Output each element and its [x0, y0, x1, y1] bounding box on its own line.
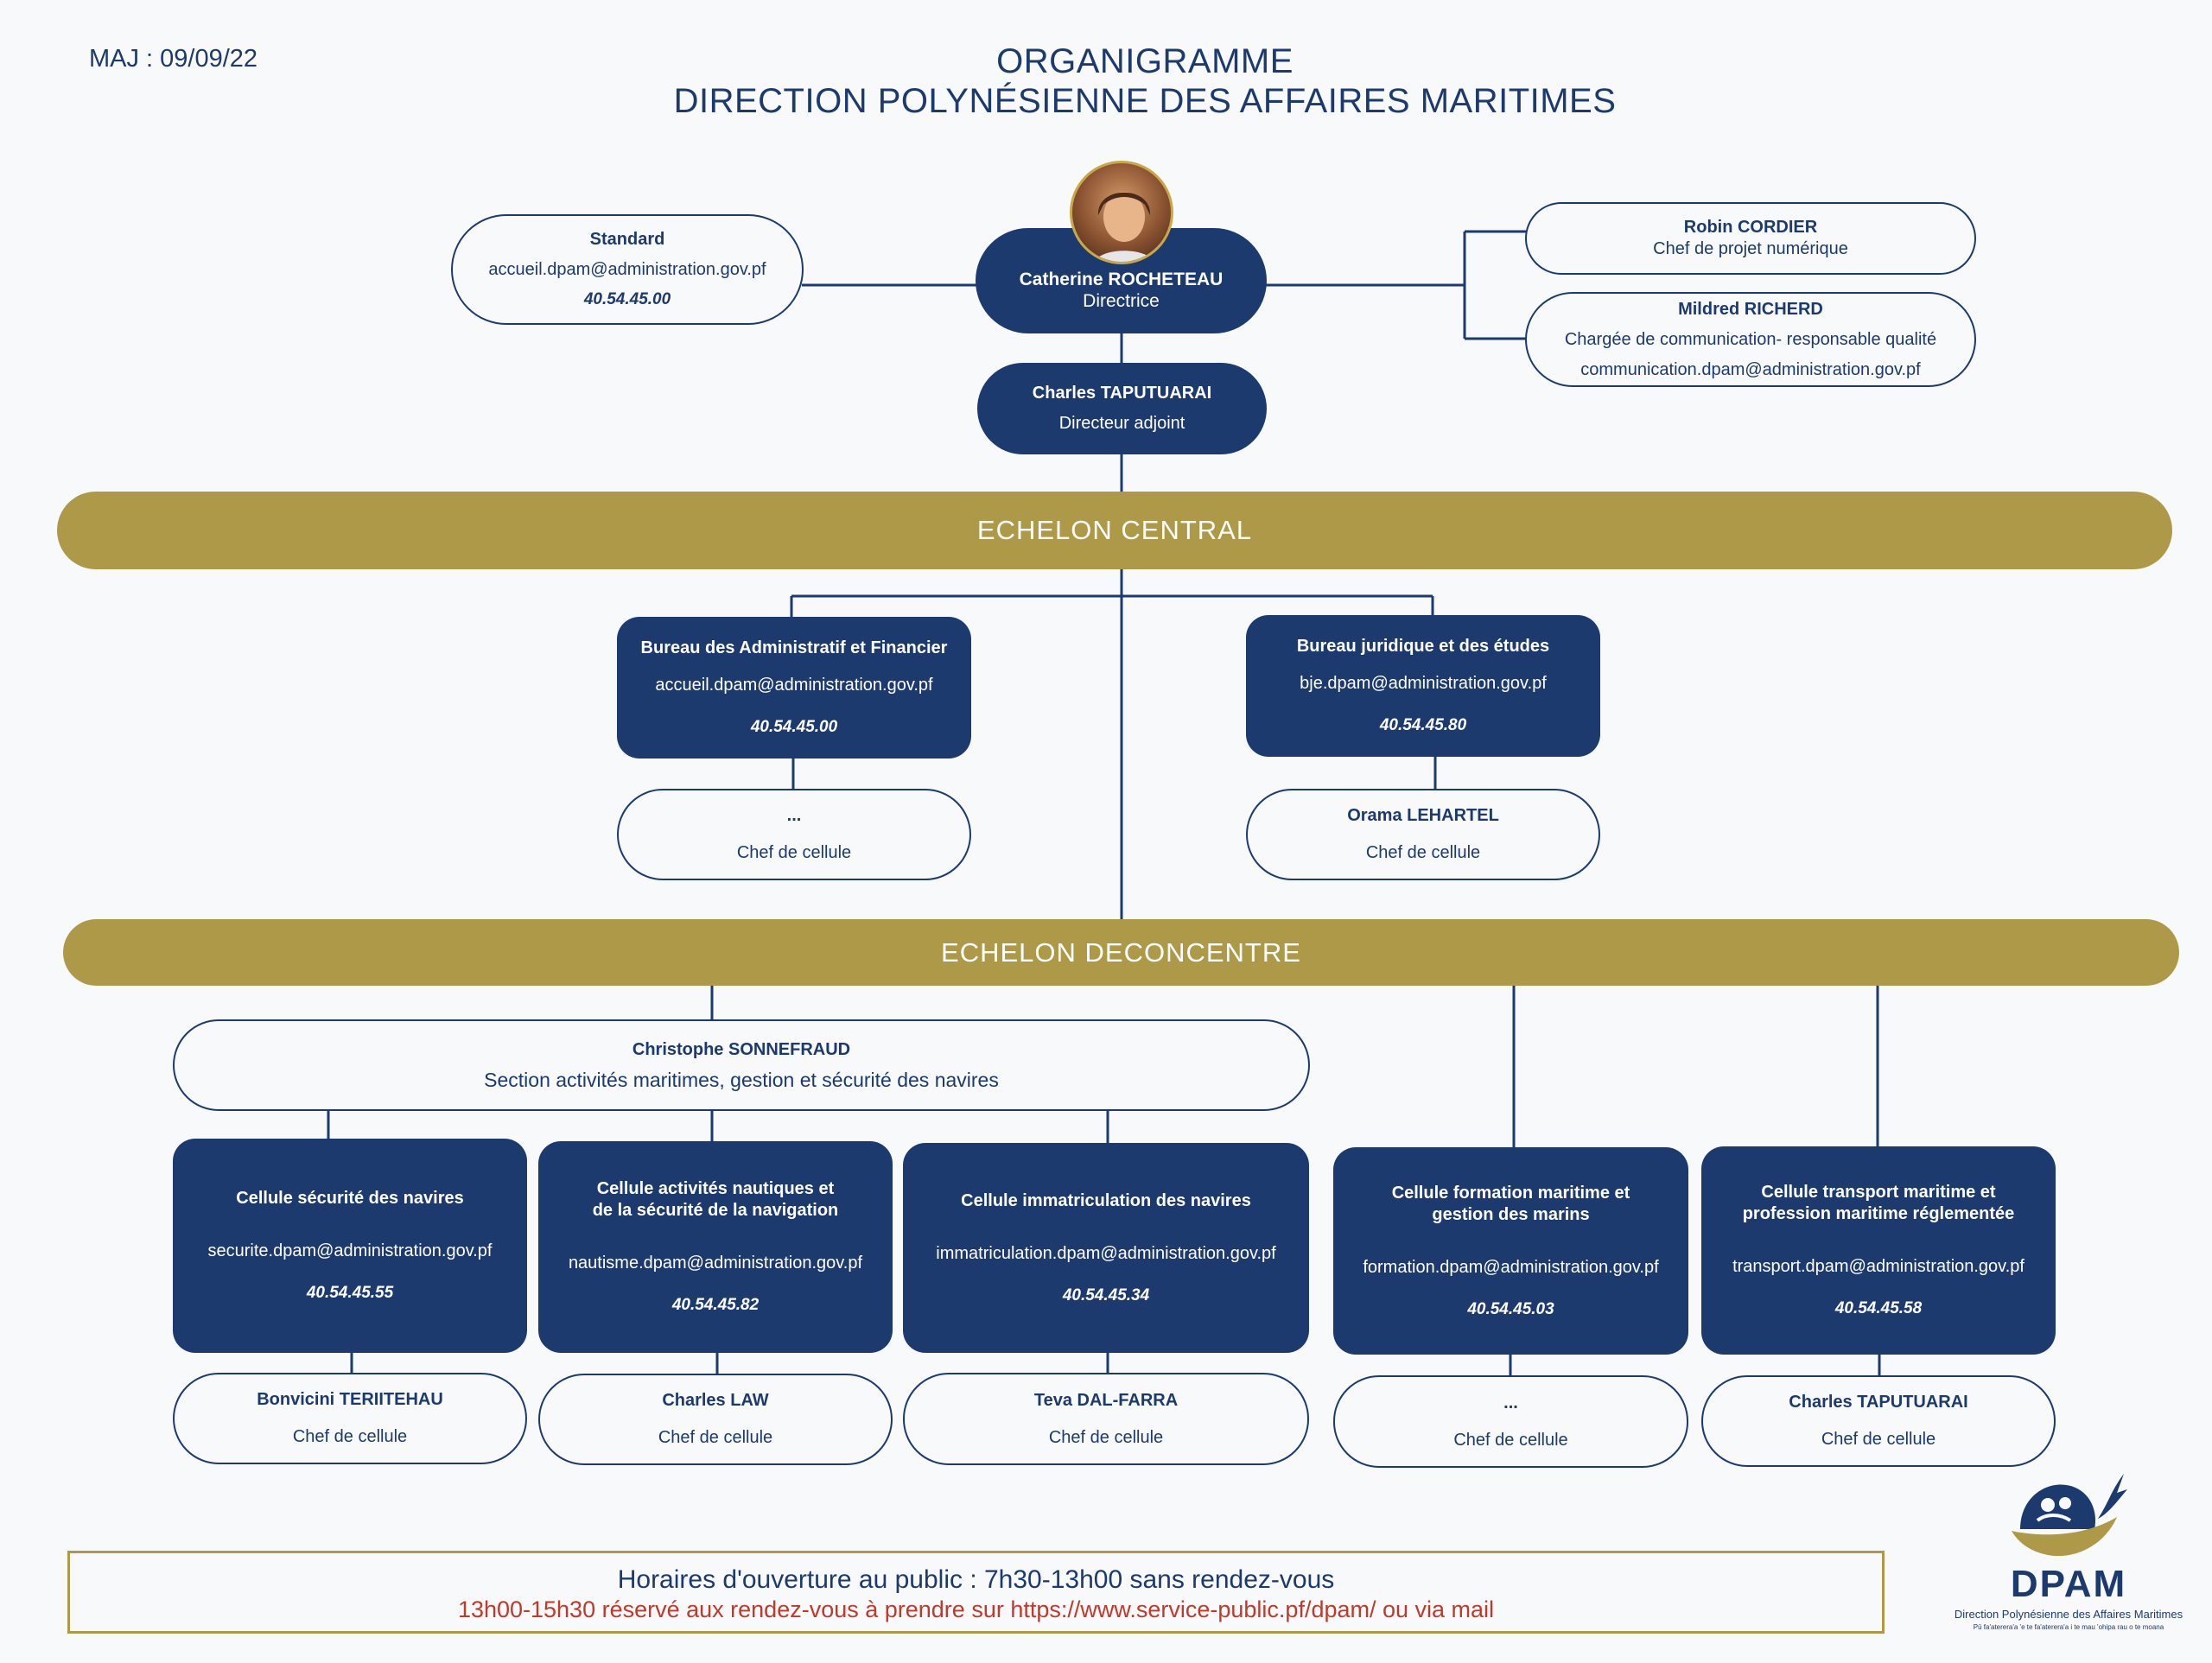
cellule-title: Cellule immatriculation des navires [961, 1190, 1251, 1210]
cellule-box: Cellule transport maritime et profession… [1701, 1146, 2056, 1355]
cellule-title-2: profession maritime réglementée [1742, 1204, 2015, 1223]
cellule-title: Cellule sécurité des navires [236, 1189, 464, 1208]
chef-role: Chef de cellule [292, 1427, 408, 1446]
chef-name: ... [786, 806, 802, 825]
page-title: ORGANIGRAMME DIRECTION POLYNÉSIENNE DES … [0, 41, 2212, 121]
dpam-full-name: Direction Polynésienne des Affaires Mari… [1954, 1608, 2183, 1621]
cellule-box: Cellule sécurité des navires securite.dp… [173, 1139, 527, 1353]
advisor-role: Chargée de communication- responsable qu… [1564, 329, 1937, 349]
cellule-phone: 40.54.45.03 [1467, 1299, 1554, 1318]
chef-name: Orama LEHARTEL [1347, 806, 1499, 825]
title-line-2: DIRECTION POLYNÉSIENNE DES AFFAIRES MARI… [673, 82, 1617, 120]
bureau-phone: 40.54.45.80 [1379, 716, 1467, 734]
cellule-phone: 40.54.45.82 [671, 1296, 760, 1314]
dpam-logo: DPAM Direction Polynésienne des Affaires… [1951, 1469, 2186, 1641]
cellule-title: Cellule activités nautiques et [596, 1179, 835, 1198]
cellule-chef-box: Bonvicini TERIITEHAU Chef de cellule [173, 1373, 527, 1464]
deputy-name: Charles TAPUTUARAI [1032, 384, 1212, 403]
echelon-central-band: ECHELON CENTRAL [57, 492, 2172, 569]
director-role: Directrice [1083, 291, 1160, 311]
bureau-chef-box: Orama LEHARTEL Chef de cellule [1246, 789, 1600, 880]
cellule-box: Cellule immatriculation des navires imma… [903, 1143, 1309, 1353]
title-line-1: ORGANIGRAMME [996, 42, 1294, 80]
standard-box: Standard accueil.dpam@administration.gov… [451, 214, 804, 325]
cellule-phone: 40.54.45.34 [1062, 1285, 1150, 1304]
cellule-email[interactable]: formation.dpam@administration.gov.pf [1363, 1257, 1659, 1277]
cellule-phone: 40.54.45.58 [1834, 1299, 1923, 1317]
advisor-name: Mildred RICHERD [1678, 299, 1823, 319]
cellule-email[interactable]: immatriculation.dpam@administration.gov.… [936, 1243, 1276, 1263]
bureau-email[interactable]: accueil.dpam@administration.gov.pf [655, 676, 933, 695]
section-head-name: Christophe SONNEFRAUD [632, 1040, 851, 1059]
cellule-box: Cellule activités nautiques et de la séc… [538, 1141, 893, 1353]
cellule-email[interactable]: nautisme.dpam@administration.gov.pf [568, 1254, 863, 1273]
chef-name: Charles LAW [662, 1391, 769, 1410]
advisor-cordier-box: Robin CORDIER Chef de projet numérique [1525, 202, 1976, 275]
cellule-title-2: de la sécurité de la navigation [592, 1201, 839, 1220]
bureau-chef-box: ... Chef de cellule [617, 789, 971, 880]
cellule-title: Cellule formation maritime et [1391, 1183, 1630, 1203]
advisor-name: Robin CORDIER [1683, 218, 1818, 237]
bureau-admin-fin-box: Bureau des Administratif et Financier ac… [617, 617, 971, 759]
chef-name: Charles TAPUTUARAI [1789, 1393, 1968, 1412]
cellule-phone: 40.54.45.55 [306, 1284, 394, 1302]
cellule-chef-box: Charles LAW Chef de cellule [538, 1374, 893, 1465]
standard-title: Standard [589, 230, 665, 249]
deputy-box: Charles TAPUTUARAI Directeur adjoint [977, 363, 1267, 454]
deputy-role: Directeur adjoint [1058, 414, 1185, 433]
chef-role: Chef de cellule [1365, 843, 1481, 862]
cellule-chef-box: Charles TAPUTUARAI Chef de cellule [1701, 1375, 2056, 1467]
chef-name: Bonvicini TERIITEHAU [257, 1390, 443, 1409]
director-avatar [1070, 161, 1173, 264]
standard-phone: 40.54.45.00 [583, 290, 671, 308]
cellule-email[interactable]: securite.dpam@administration.gov.pf [207, 1241, 493, 1260]
advisor-richerd-box: Mildred RICHERD Chargée de communication… [1525, 292, 1976, 387]
advisor-email[interactable]: communication.dpam@administration.gov.pf [1580, 359, 1921, 379]
chef-role: Chef de cellule [736, 843, 852, 862]
chef-role: Chef de cellule [1821, 1430, 1936, 1449]
cellule-email[interactable]: transport.dpam@administration.gov.pf [1732, 1257, 2024, 1276]
chef-role: Chef de cellule [658, 1428, 773, 1447]
cellule-title-2: gestion des marins [1432, 1204, 1590, 1224]
echelon-deconcentre-band: ECHELON DECONCENTRE [63, 919, 2179, 986]
bureau-title: Bureau des Administratif et Financier [640, 638, 948, 657]
cellule-chef-box: Teva DAL-FARRA Chef de cellule [903, 1373, 1309, 1465]
dpam-tagline: Pū fa'aterera'a 'e te fa'aterera'a i te … [1973, 1623, 2164, 1631]
standard-email[interactable]: accueil.dpam@administration.gov.pf [488, 260, 766, 279]
section-box: Christophe SONNEFRAUD Section activités … [173, 1019, 1310, 1111]
chef-name: ... [1503, 1393, 1518, 1412]
chef-role: Chef de cellule [1453, 1430, 1568, 1450]
director-name: Catherine ROCHETEAU [1019, 270, 1224, 289]
section-title: Section activités maritimes, gestion et … [484, 1069, 999, 1091]
opening-hours-line-1: Horaires d'ouverture au public : 7h30-13… [617, 1565, 1335, 1594]
dpam-emblem-icon [2012, 1474, 2127, 1557]
bureau-juridique-box: Bureau juridique et des études bje.dpam@… [1246, 615, 1600, 757]
advisor-role: Chef de projet numérique [1653, 239, 1848, 258]
chef-role: Chef de cellule [1048, 1427, 1164, 1447]
cellule-title: Cellule transport maritime et [1761, 1183, 1996, 1202]
update-date: MAJ : 09/09/22 [89, 45, 258, 73]
opening-hours-box: Horaires d'ouverture au public : 7h30-13… [67, 1551, 1885, 1634]
bureau-email[interactable]: bje.dpam@administration.gov.pf [1300, 674, 1547, 693]
dpam-acronym: DPAM [2010, 1563, 2127, 1605]
cellule-chef-box: ... Chef de cellule [1333, 1375, 1688, 1468]
opening-hours-line-2[interactable]: 13h00-15h30 réservé aux rendez-vous à pr… [457, 1596, 1495, 1622]
bureau-phone: 40.54.45.00 [750, 718, 838, 736]
chef-name: Teva DAL-FARRA [1033, 1390, 1179, 1410]
cellule-box: Cellule formation maritime et gestion de… [1333, 1147, 1688, 1355]
bureau-title: Bureau juridique et des études [1296, 637, 1550, 656]
